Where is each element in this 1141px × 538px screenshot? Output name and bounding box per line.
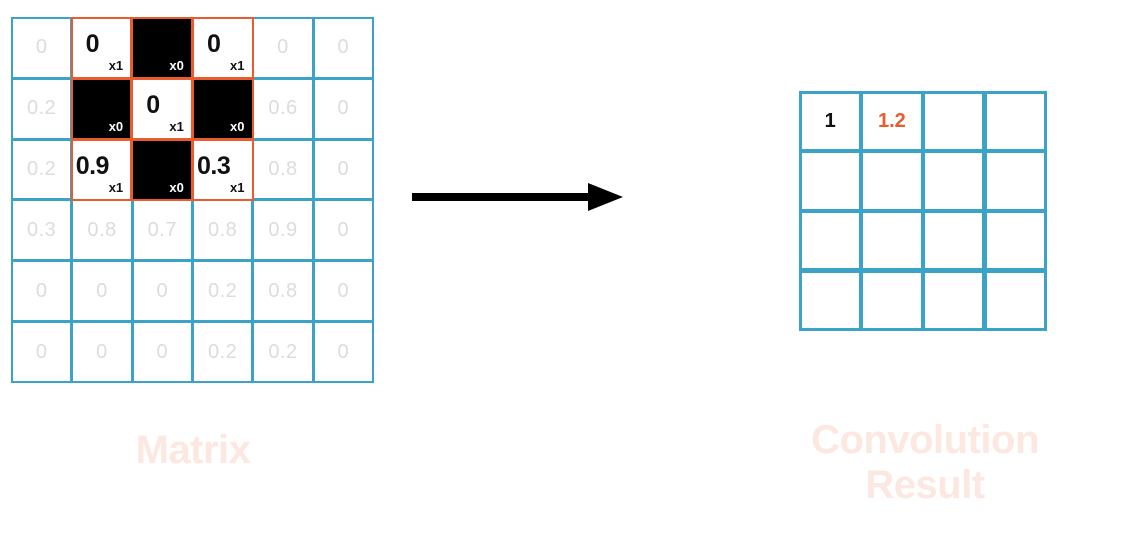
kernel-cell-multiplier: x1 (230, 180, 245, 195)
result-cell-r3-c4 (983, 210, 1047, 272)
matrix-cell-r3-c5: 0.8 (252, 138, 314, 201)
matrix-cell-r1-c1: 0 (11, 17, 73, 79)
matrix-cell-r4-c2: 0.8 (71, 199, 133, 262)
kernel-cell-r3-c2[interactable]: x0 (131, 139, 193, 201)
result-cell-r2-c1 (798, 150, 862, 212)
source-matrix-panel: 0000000.20000.600.20.900.30.800.30.80.70… (11, 17, 374, 383)
matrix-cell-r2-c1: 0.2 (11, 77, 73, 140)
kernel-cell-r1-c3[interactable]: 0 x1 (191, 17, 254, 79)
result-cell-r4-c3 (922, 269, 986, 331)
matrix-cell-r6-c6: 0 (312, 321, 374, 383)
arrow-right-icon (410, 180, 625, 214)
matrix-cell-r4-c3: 0.7 (131, 199, 193, 262)
kernel-cell-r1-c2[interactable]: x0 (131, 17, 193, 79)
kernel-cell-r2-c3[interactable]: x0 (191, 78, 254, 140)
kernel-cell-multiplier: x0 (169, 58, 184, 73)
kernel-cell-r2-c1[interactable]: x0 (70, 78, 133, 140)
kernel-cell-multiplier: x0 (108, 119, 124, 134)
matrix-cell-r2-c6: 0 (312, 77, 374, 140)
kernel-cell-value: 0 (206, 30, 221, 59)
result-cell-r2-c3 (922, 150, 986, 212)
result-cell-r3-c3 (922, 210, 986, 272)
matrix-cell-r6-c5: 0.2 (252, 321, 314, 383)
result-cell-r3-c2 (860, 210, 924, 272)
kernel-cell-r1-c1[interactable]: 0 x1 (70, 17, 133, 79)
matrix-cell-r2-c5: 0.6 (252, 77, 314, 140)
result-cell-r1-c2: 1.2 (860, 90, 924, 152)
kernel-cell-multiplier: x0 (169, 180, 184, 195)
result-cell-r1-c4 (983, 90, 1047, 152)
kernel-cell-value: 0.9 (75, 152, 110, 181)
result-cell-r4-c2 (860, 269, 924, 331)
kernel-cell-value: 0 (85, 30, 100, 59)
result-cell-r4-c1 (798, 269, 862, 331)
matrix-cell-r3-c1: 0.2 (11, 138, 73, 201)
matrix-cell-r4-c4: 0.8 (191, 199, 254, 262)
result-cell-r4-c4 (983, 269, 1047, 331)
kernel-cell-multiplier: x1 (108, 58, 124, 73)
kernel-cell-value: 0 (146, 91, 160, 120)
kernel-cell-r2-c2[interactable]: 0 x1 (131, 78, 193, 140)
matrix-cell-r5-c5: 0.8 (252, 260, 314, 323)
matrix-cell-r4-c5: 0.9 (252, 199, 314, 262)
matrix-caption: Matrix (135, 428, 251, 472)
kernel-cell-multiplier: x1 (108, 180, 124, 195)
matrix-cell-r3-c6: 0 (312, 138, 374, 201)
kernel-cell-multiplier: x1 (169, 119, 184, 134)
kernel-cell-value: 0.3 (197, 152, 231, 181)
matrix-cell-r5-c6: 0 (312, 260, 374, 323)
result-cell-r1-c1: 1 (798, 90, 862, 152)
matrix-cell-r4-c1: 0.3 (11, 199, 73, 262)
matrix-cell-r5-c4: 0.2 (191, 260, 254, 323)
matrix-cell-r6-c4: 0.2 (191, 321, 254, 383)
kernel-cell-multiplier: x1 (230, 58, 245, 73)
matrix-cell-r5-c1: 0 (11, 260, 73, 323)
matrix-cell-r6-c2: 0 (71, 321, 133, 383)
matrix-cell-r5-c3: 0 (131, 260, 193, 323)
result-cell-r2-c2 (860, 150, 924, 212)
matrix-cell-r1-c6: 0 (312, 17, 374, 79)
result-cell-r2-c4 (983, 150, 1047, 212)
result-cell-r3-c1 (798, 210, 862, 272)
result-caption: Convolution Result (811, 418, 1039, 507)
matrix-cell-r4-c6: 0 (312, 199, 374, 262)
kernel-cell-multiplier: x0 (230, 119, 245, 134)
matrix-cell-r6-c3: 0 (131, 321, 193, 383)
matrix-cell-r1-c5: 0 (252, 17, 314, 79)
matrix-cell-r5-c2: 0 (71, 260, 133, 323)
matrix-cell-r6-c1: 0 (11, 321, 73, 383)
result-cell-r1-c3 (922, 90, 986, 152)
